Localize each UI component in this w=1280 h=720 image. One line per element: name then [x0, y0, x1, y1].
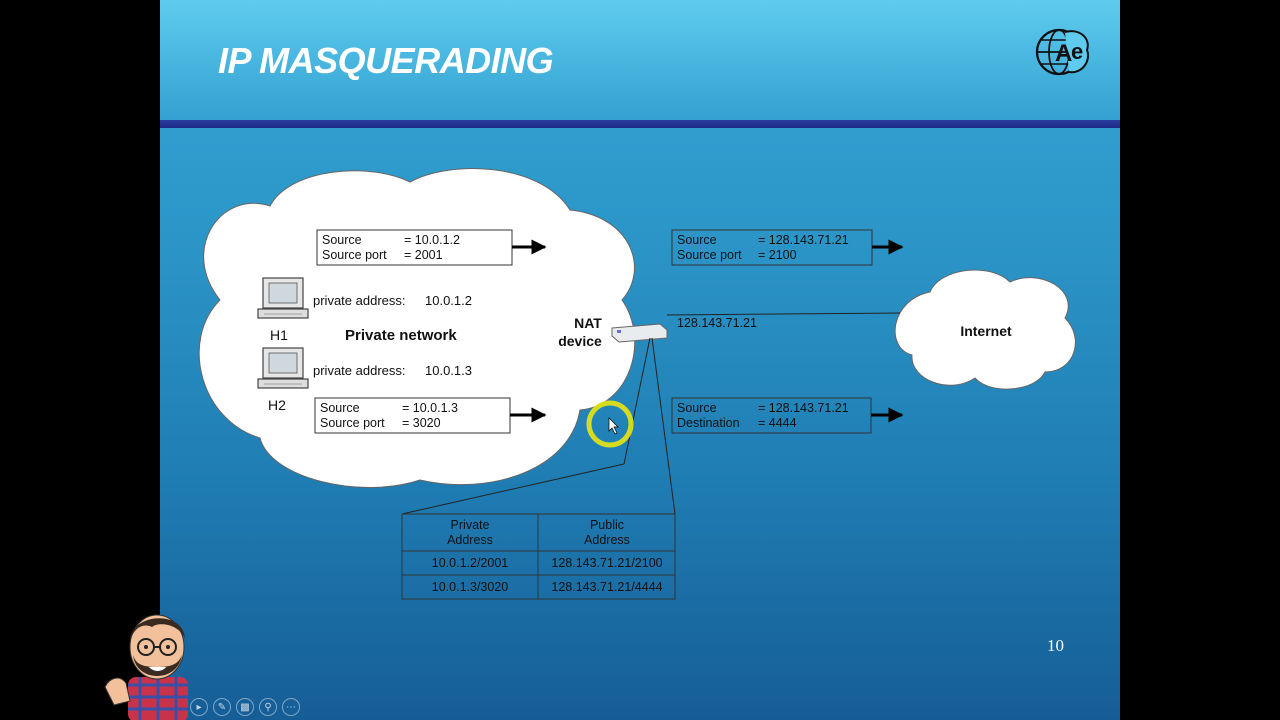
packet-box-public-2: Source = 128.143.71.21 Destination = 444…: [671, 397, 872, 434]
mouse-cursor-icon: [608, 417, 619, 435]
table-cell: 128.143.71.21/4444: [551, 580, 662, 594]
svg-text:= 10.0.1.3: = 10.0.1.3: [402, 401, 458, 415]
internet-label: Internet: [960, 323, 1012, 339]
svg-text:= 2100: = 2100: [758, 248, 797, 262]
callout-line: [401, 463, 625, 515]
presenter-toolbar: ▸ ✎ ▩ ⚲ ⋯: [190, 698, 300, 716]
page-number: 10: [1047, 636, 1064, 655]
pen-icon[interactable]: ✎: [213, 698, 231, 716]
packet-box-h1: Source = 10.0.1.2 Source port = 2001: [316, 229, 513, 266]
host-h2-address: 10.0.1.3: [425, 363, 472, 378]
table-cell: 10.0.1.2/2001: [432, 556, 509, 570]
table-header-public-1: Public: [590, 518, 624, 532]
host-h2-computer-icon: [257, 347, 309, 389]
nat-uplink: [666, 312, 901, 316]
internet-cloud: [894, 269, 1076, 390]
private-network-label: Private network: [345, 327, 457, 344]
svg-text:e: e: [1071, 39, 1083, 64]
svg-text:A: A: [1055, 40, 1072, 67]
slide: IP MASQUERADING A e Internet H1 pr: [160, 0, 1120, 720]
title-divider: [160, 120, 1120, 128]
svg-text:Source: Source: [322, 233, 362, 247]
host-h1-name: H1: [270, 327, 288, 343]
svg-text:= 2001: = 2001: [404, 248, 443, 262]
host-h1-computer-icon: [257, 277, 309, 319]
slides-icon[interactable]: ▩: [236, 698, 254, 716]
slide-title: IP MASQUERADING: [218, 40, 554, 81]
host-h1-address: 10.0.1.2: [425, 293, 472, 308]
pointer-highlight-ring: [586, 400, 634, 448]
table-header-public-2: Address: [584, 533, 630, 547]
svg-text:Source port: Source port: [322, 248, 387, 262]
presenter-avatar: [104, 614, 188, 720]
svg-text:= 128.143.71.21: = 128.143.71.21: [758, 401, 849, 415]
svg-text:= 3020: = 3020: [402, 416, 441, 430]
host-h1-address-label: private address:: [313, 293, 406, 308]
nat-router-icon: [611, 323, 668, 343]
host-h2-name: H2: [268, 397, 286, 413]
nat-diagram: Internet H1 private address: 10.0.1.2 H2…: [198, 168, 1076, 600]
svg-text:= 128.143.71.21: = 128.143.71.21: [758, 233, 849, 247]
table-header-private-1: Private: [451, 518, 490, 532]
more-icon[interactable]: ⋯: [282, 698, 300, 716]
svg-text:Source: Source: [320, 401, 360, 415]
packet-box-h2: Source = 10.0.1.3 Source port = 3020: [314, 397, 511, 434]
packet-box-public-1: Source = 128.143.71.21 Source port = 210…: [671, 229, 873, 266]
svg-text:Destination: Destination: [677, 416, 740, 430]
svg-text:= 4444: = 4444: [758, 416, 797, 430]
host-h2-address-label: private address:: [313, 363, 406, 378]
table-cell: 10.0.1.3/3020: [432, 580, 509, 594]
callout-line: [651, 337, 676, 515]
svg-text:= 10.0.1.2: = 10.0.1.2: [404, 233, 460, 247]
svg-text:Source port: Source port: [320, 416, 385, 430]
nat-translation-table: Private Address Public Address 10.0.1.2/…: [401, 513, 676, 600]
zoom-icon[interactable]: ⚲: [259, 698, 277, 716]
callout-line: [623, 337, 651, 465]
brain-globe-logo-icon: A e: [1035, 28, 1089, 76]
nat-label-line1: NAT: [574, 315, 602, 331]
svg-text:Source: Source: [677, 233, 717, 247]
table-cell: 128.143.71.21/2100: [551, 556, 662, 570]
nat-label-line2: device: [558, 333, 602, 349]
svg-text:Source: Source: [677, 401, 717, 415]
table-header-private-2: Address: [447, 533, 493, 547]
svg-text:Source port: Source port: [677, 248, 742, 262]
play-icon[interactable]: ▸: [190, 698, 208, 716]
nat-public-ip: 128.143.71.21: [677, 316, 757, 330]
